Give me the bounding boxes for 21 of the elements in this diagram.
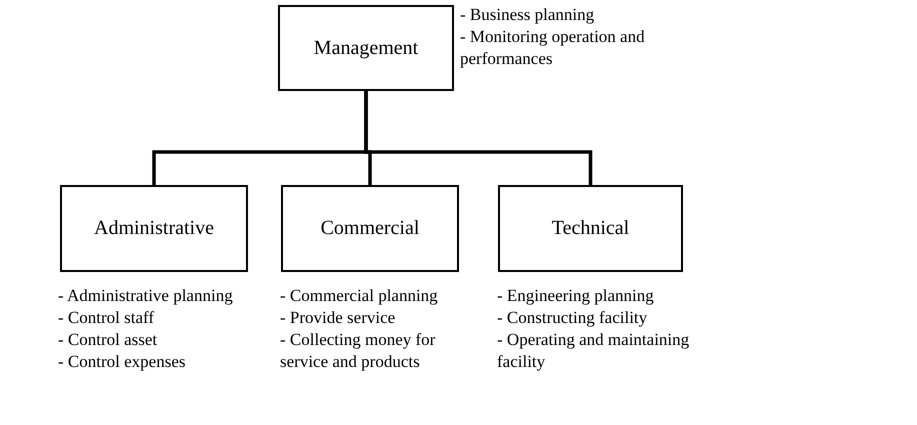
duty-item: - Control staff (58, 307, 156, 329)
duty-item: - Constructing facility (497, 307, 648, 329)
duty-item: - Provide service (280, 307, 396, 329)
unit-name: Technical (552, 217, 630, 240)
unit-name: Management (314, 36, 418, 60)
duty-item: - Control asset (58, 329, 158, 351)
unit-name: Administrative (94, 217, 214, 240)
org-unit-box (278, 5, 454, 91)
org-unit-box (498, 185, 683, 272)
duty-item: - Administrative planning (58, 285, 234, 307)
duty-item: - Commercial planning (280, 285, 439, 307)
org-unit-box (60, 185, 248, 272)
duty-item: - Engineering planning (497, 285, 655, 307)
connector-line (364, 91, 592, 185)
org-unit-box (281, 185, 459, 272)
duty-item: - Control expenses (58, 351, 186, 373)
duty-item: - Monitoring operation and performances (460, 26, 646, 70)
duty-item: - Business planning (460, 4, 596, 26)
duty-item: - Collecting money for service and products (280, 329, 436, 373)
duty-item: - Operating and maintaining facility (497, 329, 690, 373)
unit-name: Commercial (320, 217, 420, 240)
